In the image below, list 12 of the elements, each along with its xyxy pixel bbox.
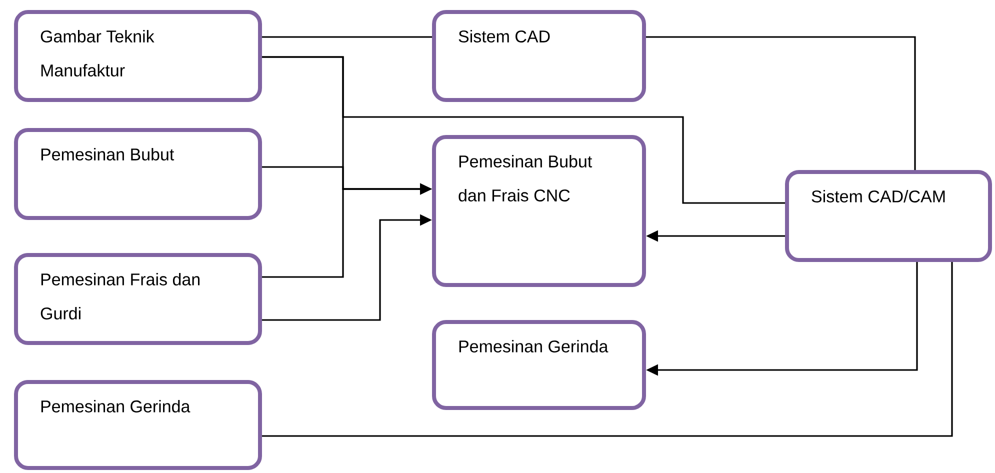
connector-line <box>262 36 432 38</box>
connector-line <box>262 262 953 437</box>
process-box: Gambar Teknik Manufaktur <box>14 10 262 102</box>
connector-line <box>262 56 785 204</box>
process-box: Sistem CAD/CAM <box>785 170 992 262</box>
process-box: Pemesinan Frais dan Gurdi <box>14 253 262 345</box>
process-box: Pemesinan Bubut dan Frais CNC <box>432 135 646 287</box>
connector-line <box>646 36 916 170</box>
process-box: Pemesinan Gerinda <box>14 380 262 470</box>
process-box: Sistem CAD <box>432 10 646 102</box>
process-box: Pemesinan Gerinda <box>432 320 646 410</box>
process-box: Pemesinan Bubut <box>14 128 262 220</box>
